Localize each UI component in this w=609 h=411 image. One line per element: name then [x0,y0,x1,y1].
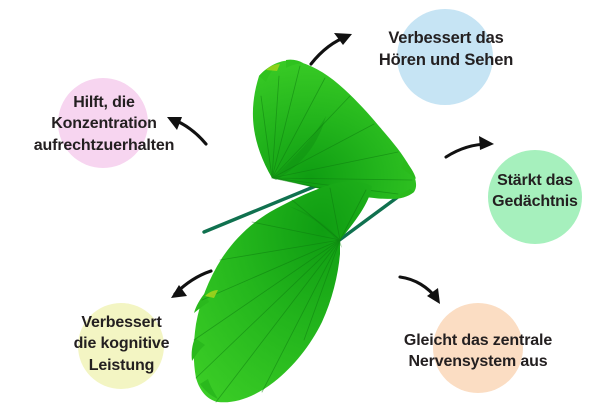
benefit-label-nervensystem: Gleicht das zentrale Nervensystem aus [403,332,553,371]
benefit-label-konzentration: Hilft, die Konzentration aufrechtzuerhal… [33,94,175,154]
benefit-label-hoeren-sehen: Verbessert das Hören und Sehen [378,29,514,69]
arrow-to-hoeren-sehen-icon [309,33,352,66]
arrow-to-gedaechtnis-icon [444,136,494,159]
benefit-circle-kognitive-leistung [78,303,164,389]
arrow-to-kognitive-leistung-icon [171,269,213,298]
arrow-to-konzentration-icon [167,117,208,146]
benefit-circle-nervensystem [433,303,523,393]
benefit-circle-gedaechtnis [488,150,582,244]
benefit-label-kognitive-leistung: Verbessert die kognitive Leistung [73,314,170,374]
benefit-label-gedaechtnis: Stärkt das Gedächtnis [492,172,578,211]
benefit-circle-konzentration [58,78,148,168]
arrow-to-nervensystem-icon [398,275,440,304]
